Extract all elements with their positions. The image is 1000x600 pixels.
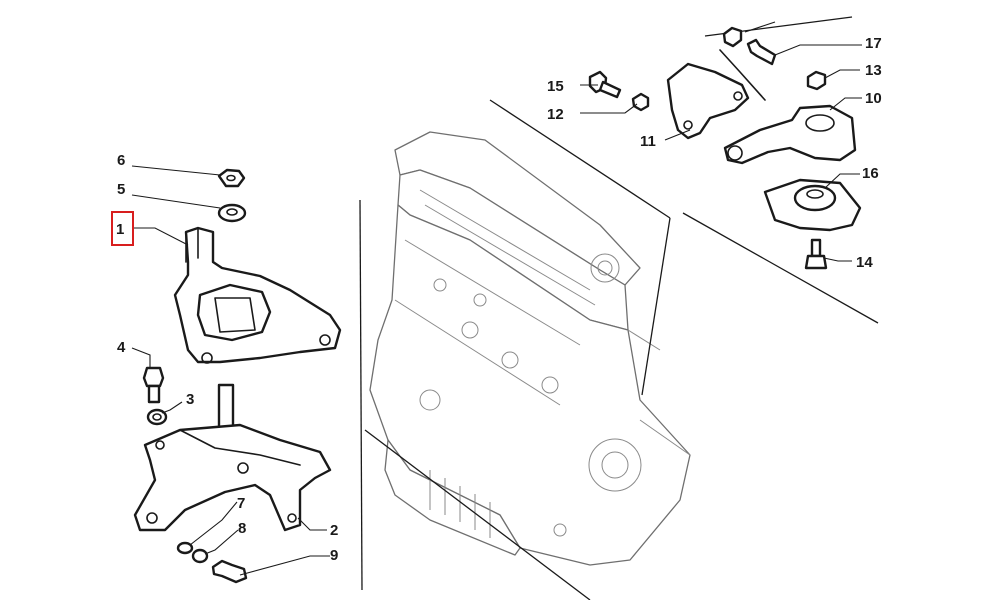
part-15-bolt[interactable] [588, 70, 622, 99]
callout-1[interactable]: 1 [116, 221, 124, 238]
part-4-bolt[interactable] [142, 366, 165, 404]
callout-4[interactable]: 4 [117, 339, 126, 356]
callout-3[interactable]: 3 [186, 391, 194, 408]
part-13-nut[interactable] [806, 70, 827, 91]
callout-17[interactable]: 17 [865, 35, 882, 52]
callout-7[interactable]: 7 [237, 495, 245, 512]
part-17-bolt-and-nut[interactable] [722, 26, 777, 66]
callout-8[interactable]: 8 [238, 520, 246, 537]
engine-block [369, 131, 691, 566]
section-dividers [359, 16, 879, 600]
callout-10[interactable]: 10 [865, 90, 882, 107]
part-8-washer[interactable] [191, 548, 209, 564]
part-16-mount-pad[interactable] [763, 178, 862, 232]
callout-11[interactable]: 11 [640, 133, 656, 150]
part-2-bracket[interactable] [133, 383, 332, 532]
callout-14[interactable]: 14 [856, 254, 873, 271]
part-6-nut[interactable] [217, 168, 246, 188]
callout-13[interactable]: 13 [865, 62, 882, 79]
part-3-nut[interactable] [146, 408, 168, 426]
callout-9[interactable]: 9 [330, 547, 338, 564]
callout-16[interactable]: 16 [862, 165, 879, 182]
part-1-engine-mount[interactable] [173, 226, 342, 364]
part-7-washer[interactable] [176, 541, 194, 555]
part-10-torque-rod[interactable] [723, 104, 857, 165]
part-12-nut[interactable] [631, 92, 650, 112]
selected-part-highlight [111, 211, 134, 246]
callout-12[interactable]: 12 [547, 106, 564, 123]
callout-2[interactable]: 2 [330, 522, 338, 539]
part-5-washer[interactable] [217, 203, 247, 223]
callout-15[interactable]: 15 [547, 78, 564, 95]
callout-5[interactable]: 5 [117, 181, 125, 198]
leader-lines [131, 21, 862, 576]
part-14-bolt[interactable] [804, 238, 828, 270]
callout-6[interactable]: 6 [117, 152, 125, 169]
part-11-bracket[interactable] [666, 49, 766, 140]
part-9-bolt[interactable] [211, 559, 248, 584]
